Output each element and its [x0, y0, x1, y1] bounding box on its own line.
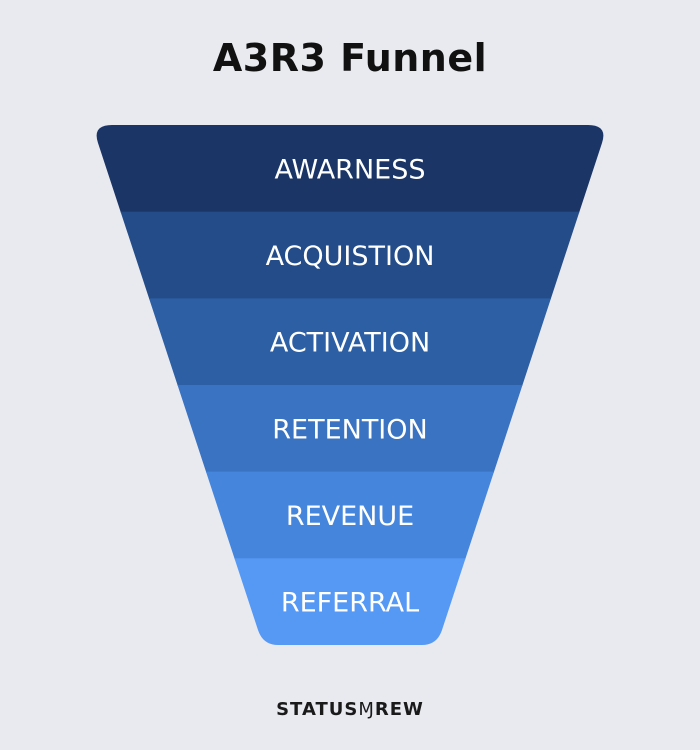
- funnel-stage-label: RETENTION: [272, 414, 427, 445]
- funnel-stage-awarness: [96, 125, 604, 213]
- funnel-stage-label: REFERRAL: [281, 588, 419, 619]
- funnel-stage-label: REVENUE: [286, 501, 414, 532]
- funnel-stage-label: ACTIVATION: [270, 328, 430, 359]
- funnel-stage-label: AWARNESS: [275, 154, 426, 185]
- funnel-stage-acquistion: [96, 211, 604, 300]
- funnel-stage-label: ACQUISTION: [266, 241, 435, 272]
- diagram-title: A3R3 Funnel: [212, 36, 488, 80]
- statusbrew-logo: STATUSⱮREW: [276, 699, 424, 720]
- funnel-stage-activation: [96, 298, 604, 386]
